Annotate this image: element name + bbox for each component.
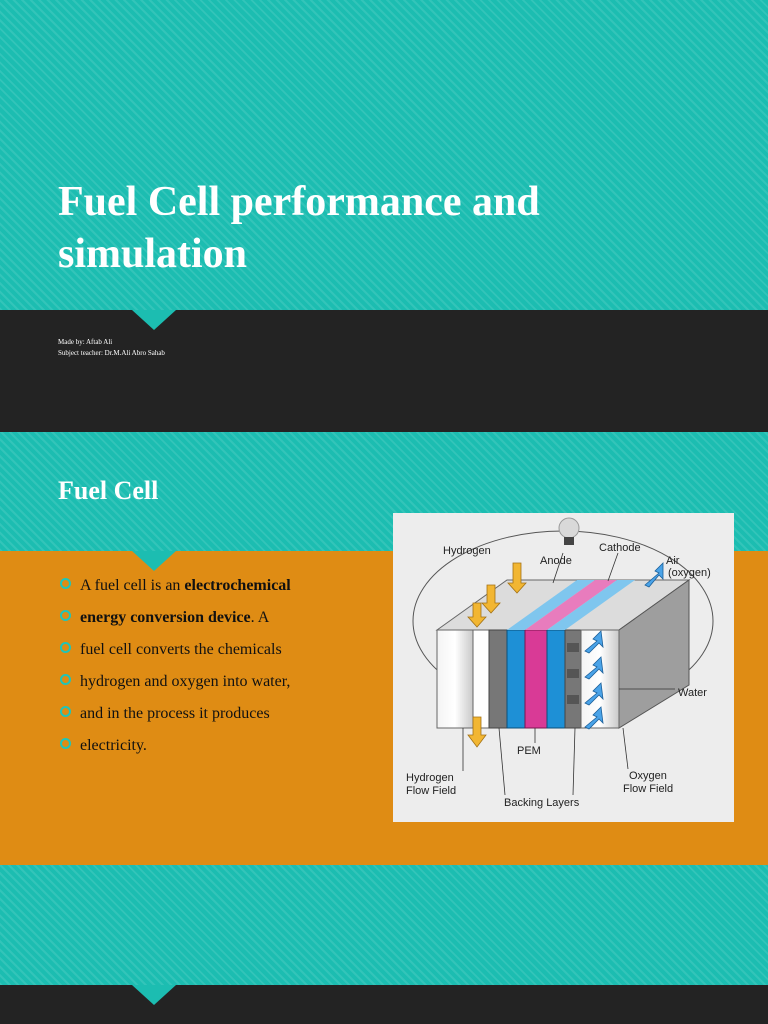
bullet-text: electricity. (80, 737, 147, 754)
bullet-text: . A (250, 609, 270, 626)
fuel-cell-diagram: Hydrogen Anode Cathode Air (oxygen) Wate… (393, 513, 734, 822)
bullet-text: hydrogen and oxygen into water, (80, 673, 291, 690)
bullet-ring-icon (60, 706, 71, 717)
pem-layer (524, 629, 548, 729)
label-pem: PEM (517, 745, 541, 757)
slide-heading: Fuel Cell (58, 476, 159, 505)
teacher-line: Subject teacher: Dr.M.Ali Abro Sahab (58, 349, 165, 357)
title-slide-footer (0, 310, 768, 432)
anode-backing-layer (488, 629, 508, 729)
air-inlet-arrows-icon (584, 562, 664, 730)
fuel-cell-diagram-svg: Hydrogen Anode Cathode Air (oxygen) Wate… (406, 517, 714, 809)
next-slide-notch (132, 985, 176, 1005)
label-anode: Anode (540, 555, 572, 567)
label-cathode: Cathode (599, 542, 641, 554)
label-oxygen-flow-2: Flow Field (623, 783, 673, 795)
anode-plate (472, 629, 490, 729)
bullet-item: A fuel cell is an electrochemical (58, 572, 378, 604)
label-air: Air (666, 555, 680, 567)
title-slide-header (0, 0, 768, 310)
leader-lines (462, 552, 675, 796)
label-hydrogen: Hydrogen (443, 545, 491, 557)
label-oxygen-inlet: (oxygen) (668, 567, 711, 579)
bullet-text-bold: energy conversion device (80, 609, 251, 626)
bullet-item: hydrogen and oxygen into water, (58, 668, 378, 700)
bullet-ring-icon (60, 738, 71, 749)
bullet-text: fuel cell converts the chemicals (80, 641, 282, 658)
hydrogen-inlet-arrows-icon (467, 562, 527, 748)
bullet-text: and in the process it produces (80, 705, 270, 722)
top-stripe-pem (525, 580, 617, 630)
bullet-ring-icon (60, 578, 71, 589)
bulb-base-icon (564, 537, 574, 545)
label-oxygen-flow-1: Oxygen (629, 770, 667, 782)
header-notch (132, 310, 176, 330)
label-hydrogen-flow-2: Flow Field (406, 785, 456, 797)
bullet-item: energy conversion device. A (58, 604, 378, 636)
bullet-item: and in the process it produces (58, 700, 378, 732)
bullet-ring-icon (60, 642, 71, 653)
top-stripe-anode (507, 580, 595, 630)
label-backing-layers: Backing Layers (504, 797, 580, 809)
bullet-item: electricity. (58, 732, 378, 764)
cathode-catalyst-layer (546, 629, 566, 729)
bullet-ring-icon (60, 674, 71, 685)
anode-catalyst-layer (506, 629, 526, 729)
label-hydrogen-flow-1: Hydrogen (406, 772, 454, 784)
hydrogen-flow-plate (436, 629, 474, 729)
top-stripe-cathode (547, 580, 635, 630)
bullet-text-bold: electrochemical (184, 577, 291, 594)
bullet-text: A fuel cell is an (80, 577, 185, 594)
page-title: Fuel Cell performance and simulation (58, 179, 540, 277)
bullet-ring-icon (60, 610, 71, 621)
author-line: Made by: Aftab Ali (58, 338, 113, 346)
next-slide-footer (0, 985, 768, 1024)
cathode-channels (567, 643, 579, 704)
label-water: Water (678, 687, 707, 699)
content-notch (132, 551, 176, 571)
bullet-item: fuel cell converts the chemicals (58, 636, 378, 668)
next-slide-header (0, 865, 768, 985)
bulb-icon (558, 517, 580, 539)
